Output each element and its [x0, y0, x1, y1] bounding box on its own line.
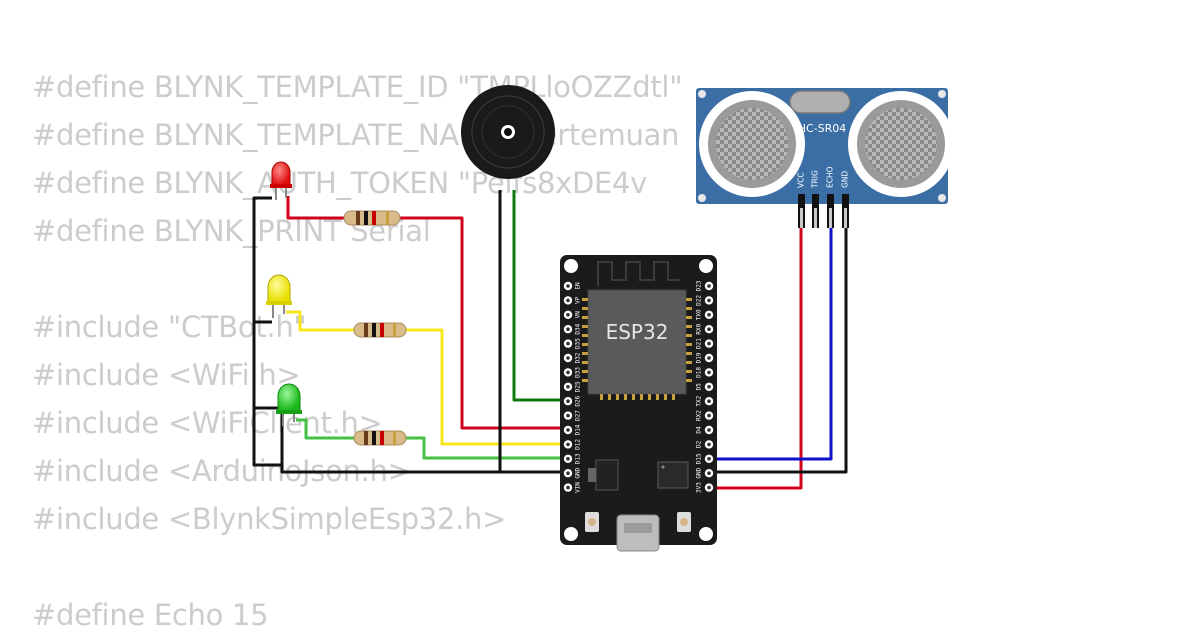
- code-line: #include <ArduinoJson.h>: [32, 454, 412, 488]
- esp32-pin-label: RX2: [696, 410, 703, 421]
- esp32-pin-label: D35: [575, 338, 582, 349]
- code-line: #define Echo 15: [32, 598, 269, 632]
- wire-yellow-led: [286, 310, 568, 446]
- code-line: #define BLYNK_TEMPLATE_NAME "Pertemuan: [32, 118, 680, 152]
- esp32-pin-label: D15: [696, 453, 703, 464]
- sensor-pin-label: GND: [841, 171, 850, 188]
- code-line: #include "CTBot.h": [32, 310, 307, 344]
- esp32-pin-label: D19: [696, 352, 703, 363]
- esp32-pin-label: D14: [575, 424, 582, 435]
- wire-buzzer-signal: [512, 190, 568, 402]
- buzzer[interactable]: [461, 85, 555, 179]
- code-line: #include <WiFi.h>: [32, 358, 301, 392]
- esp32-pin-label: D22: [696, 295, 703, 306]
- esp32-pin-label: VN: [575, 311, 582, 319]
- esp32-board[interactable]: ESP32 ENVPVND34D35D32D33D25D26D27D14D12D…: [560, 255, 717, 552]
- code-line: #include <BlynkSimpleEsp32.h>: [32, 502, 507, 536]
- sensor-pin-label: TRIG: [811, 170, 820, 189]
- sensor-pin-label: ECHO: [826, 166, 835, 188]
- wire-green-led: [296, 418, 568, 460]
- wires: [252, 190, 848, 490]
- resistor-2[interactable]: [353, 322, 407, 338]
- sensor-pin-label: VCC: [797, 172, 806, 188]
- esp32-pin-label: EN: [575, 282, 582, 290]
- code-line: #include <WiFiClient.h>: [32, 406, 383, 440]
- esp32-pin-label: D26: [575, 395, 582, 406]
- esp32-pin-label: D23: [696, 280, 703, 291]
- esp32-pin-label: D33: [575, 367, 582, 378]
- esp32-pin-label: D12: [575, 439, 582, 450]
- esp32-pin-label: D32: [575, 352, 582, 363]
- wire-sensor-ground: [709, 228, 848, 474]
- led-red[interactable]: [270, 161, 292, 200]
- esp32-pin-label: D27: [575, 410, 582, 421]
- esp32-pin-label: 3V3: [696, 482, 703, 493]
- esp32-pin-label: TX0: [696, 309, 703, 320]
- wire-sensor-echo: [709, 228, 833, 461]
- esp32-pin-label: VIN: [575, 482, 582, 493]
- code-line: #define BLYNK_TEMPLATE_ID "TMPLloOZZdtl": [32, 70, 683, 104]
- esp32-pin-label: D25: [575, 381, 582, 392]
- esp32-pin-label: D13: [575, 453, 582, 464]
- esp32-pin-label: D5: [696, 383, 703, 391]
- wire-sensor-vcc: [709, 228, 803, 490]
- esp32-pin-label: D21: [696, 338, 703, 349]
- led-yellow[interactable]: [266, 274, 292, 318]
- esp32-pin-label: RX0: [696, 323, 703, 334]
- esp32-pin-label: VP: [575, 296, 582, 304]
- esp32-label: ESP32: [606, 320, 669, 344]
- code-line: #define BLYNK_PRINT Serial: [32, 214, 431, 248]
- wire-red-led: [286, 196, 568, 430]
- resistor-1[interactable]: [343, 210, 401, 226]
- wire-led-ground: [252, 196, 568, 474]
- esp32-pin-label: D4: [696, 426, 703, 434]
- esp32-pin-label: TX2: [696, 395, 703, 406]
- ultrasonic-sensor[interactable]: HC-SR04 VCC TRIG ECHO GND: [696, 88, 954, 228]
- esp32-pin-label: GND: [575, 467, 582, 478]
- esp32-pin-label: D34: [575, 323, 582, 334]
- esp32-pin-label: D18: [696, 367, 703, 378]
- esp32-pin-label: D2: [696, 440, 703, 448]
- esp32-pin-label: GND: [696, 467, 703, 478]
- led-green[interactable]: [276, 383, 302, 426]
- sensor-label: HC-SR04: [798, 122, 847, 135]
- resistor-3[interactable]: [353, 430, 407, 446]
